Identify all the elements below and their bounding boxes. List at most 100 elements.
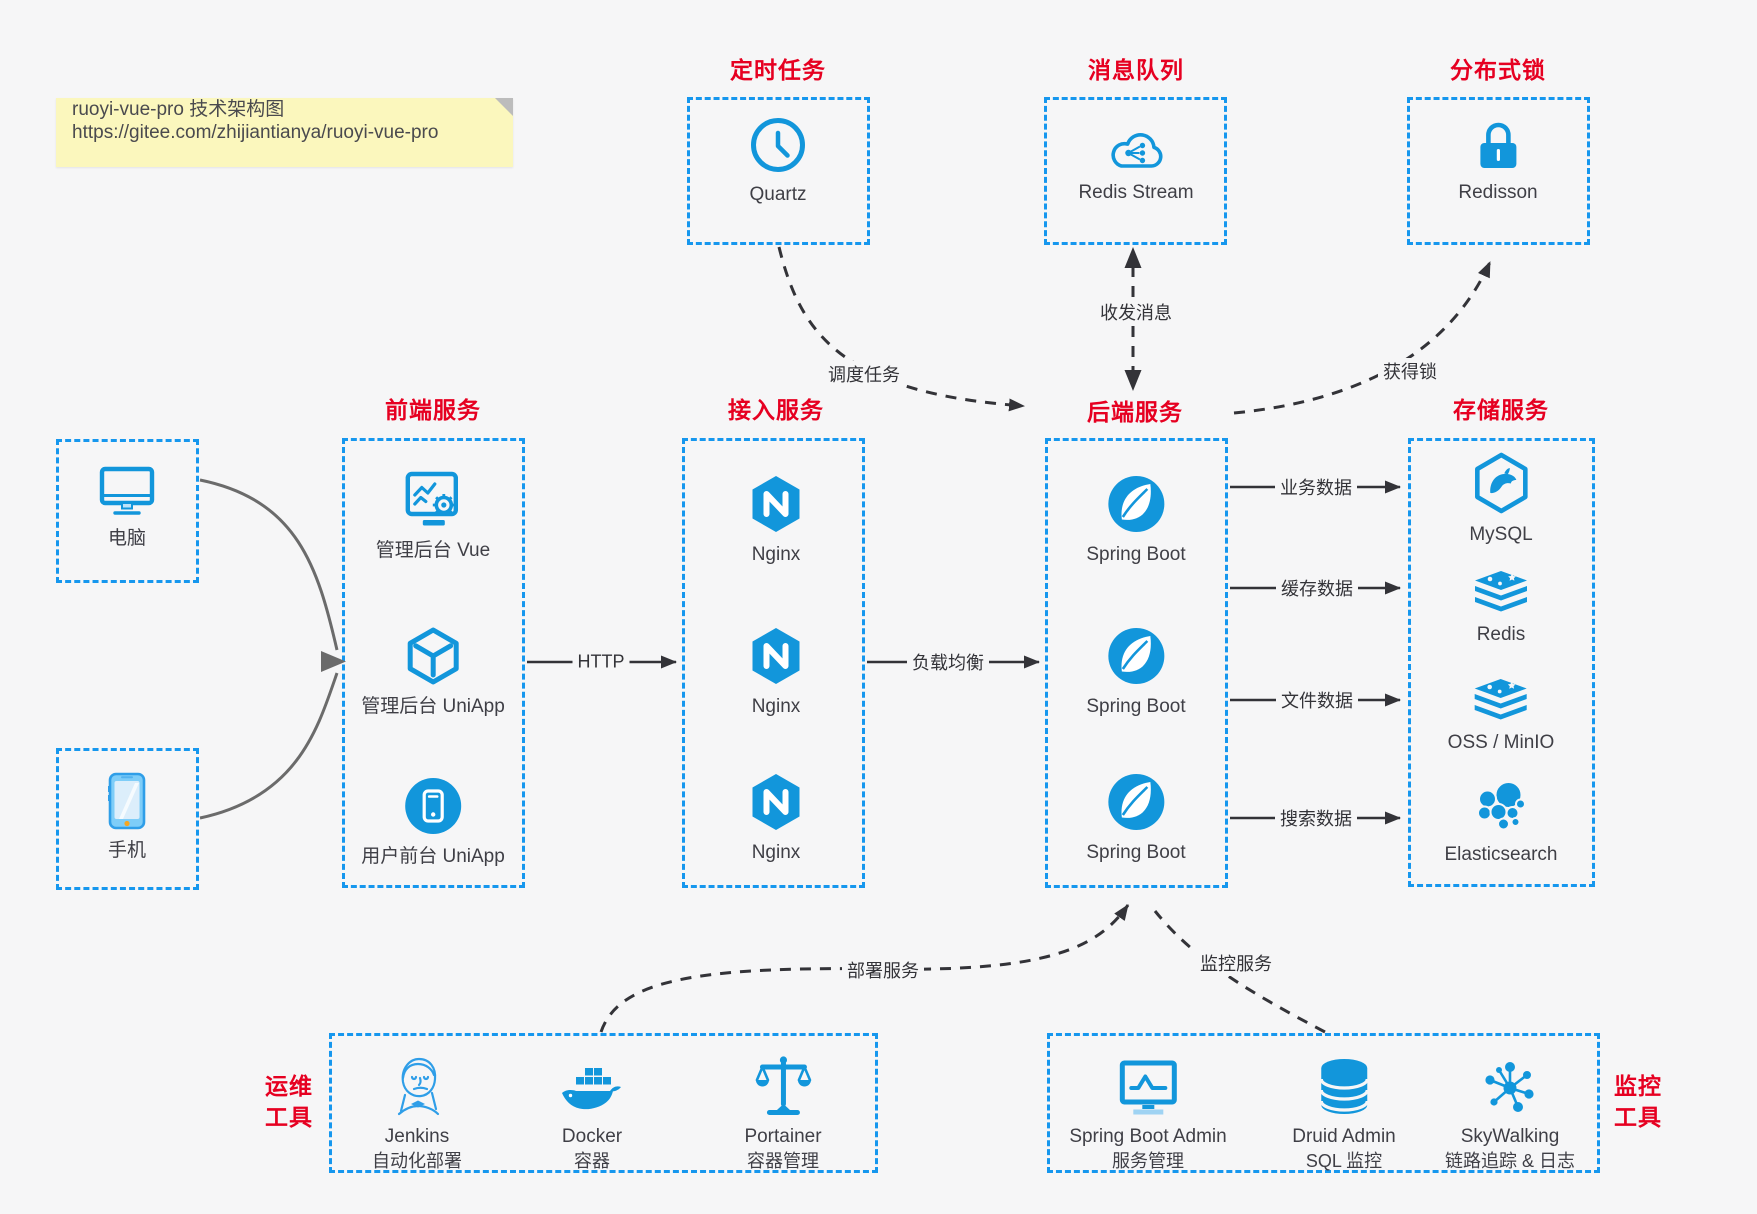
ops-title-line2: 工具 <box>265 1104 313 1130</box>
dlock-box <box>1407 97 1590 245</box>
note-url: https://gitee.com/zhijiantianya/ruoyi-vu… <box>72 122 439 143</box>
redis-stack-icon <box>1472 570 1530 614</box>
nginx-icon <box>748 474 804 534</box>
spring-icon <box>1106 474 1166 534</box>
node-label: Docker <box>561 1126 623 1147</box>
edge-label-deploy: 部署服务 <box>842 957 924 983</box>
group-title-dlock: 分布式锁 <box>1450 57 1546 83</box>
edge-label-acquire-lock: 获得锁 <box>1378 358 1442 384</box>
group-title-gateway: 接入服务 <box>728 397 824 423</box>
node-label: Redisson <box>1458 182 1538 203</box>
edge-monitor <box>1153 910 1326 1034</box>
client-arrowhead <box>321 651 346 672</box>
node-label: 用户前台 UniApp <box>361 846 505 867</box>
messages-arrowhead-down <box>1124 370 1142 391</box>
node-nginx-3: Nginx <box>748 772 804 865</box>
monitoring-title-line1: 监控 <box>1614 1073 1662 1099</box>
node-label: Spring Boot Admin <box>1069 1126 1227 1147</box>
edge-label-monitor: 监控服务 <box>1195 950 1277 976</box>
cube-icon <box>403 626 463 686</box>
node-label: Jenkins <box>384 1126 450 1147</box>
edge-deploy <box>599 904 1130 1033</box>
pc-box <box>56 439 199 583</box>
edge-label-schedule: 调度任务 <box>823 361 905 387</box>
node-label: Elasticsearch <box>1444 844 1558 865</box>
edge-label-cache-data: 缓存数据 <box>1276 575 1358 601</box>
desktop-icon <box>96 464 158 518</box>
monitoring-box <box>1047 1033 1600 1173</box>
edge-label-load-balance: 负载均衡 <box>907 649 989 675</box>
node-phone: 手机 <box>106 772 148 863</box>
note-fold-corner <box>495 98 513 116</box>
node-label: Nginx <box>751 696 801 717</box>
node-pc: 电脑 <box>96 464 158 551</box>
node-sublabel: 服务管理 <box>1112 1151 1184 1171</box>
node-mysql: MySQL <box>1469 452 1533 547</box>
node-label: Redis <box>1476 624 1526 645</box>
mobile-icon <box>106 772 148 830</box>
edge-pc-to-frontend <box>199 478 339 651</box>
ops-title-line1: 运维 <box>265 1073 313 1099</box>
edge-phone-to-frontend <box>199 672 339 820</box>
node-label: Redis Stream <box>1078 182 1194 203</box>
node-label: 电脑 <box>107 528 146 549</box>
node-skywalking: SkyWalking 链路追踪 & 日志 <box>1445 1050 1575 1173</box>
group-title-monitoring: 监控 工具 <box>1614 1071 1662 1133</box>
druid-database-icon <box>1317 1050 1371 1116</box>
node-nginx-2: Nginx <box>748 626 804 719</box>
sticky-note: ruoyi-vue-pro 技术架构图 https://gitee.com/zh… <box>56 98 513 167</box>
node-label: Spring Boot <box>1086 696 1186 717</box>
node-label: OSS / MinIO <box>1447 732 1555 753</box>
frontend-box <box>342 438 525 888</box>
node-label: Spring Boot <box>1086 544 1186 565</box>
node-druid-admin: Druid Admin SQL 监控 <box>1292 1050 1396 1173</box>
node-docker: Docker 容器 <box>560 1050 624 1173</box>
scheduler-box <box>687 97 870 245</box>
node-sublabel: 容器 <box>574 1151 610 1171</box>
node-label: Spring Boot <box>1086 842 1186 863</box>
nginx-icon <box>748 626 804 686</box>
node-label: Quartz <box>749 184 807 205</box>
edge-acquire-lock <box>1233 261 1492 415</box>
edge-label-messages: 收发消息 <box>1095 299 1177 325</box>
group-title-scheduler: 定时任务 <box>730 57 826 83</box>
group-title-frontend: 前端服务 <box>385 397 481 423</box>
storage-box <box>1408 438 1595 887</box>
node-redisson: Redisson <box>1458 116 1538 205</box>
group-title-ops: 运维 工具 <box>265 1071 313 1133</box>
mysql-icon <box>1471 452 1531 514</box>
node-label: 手机 <box>107 840 146 861</box>
node-nginx-1: Nginx <box>748 474 804 567</box>
node-quartz: Quartz <box>749 116 807 207</box>
node-redis-stream: Redis Stream <box>1078 122 1194 205</box>
edge-label-file-data: 文件数据 <box>1276 687 1358 713</box>
edge-label-business-data: 业务数据 <box>1275 474 1357 500</box>
node-spring-boot-2: Spring Boot <box>1086 626 1186 719</box>
node-label: Druid Admin <box>1292 1126 1396 1147</box>
backend-box <box>1045 438 1228 888</box>
spring-icon <box>1106 626 1166 686</box>
node-spring-boot-1: Spring Boot <box>1086 474 1186 567</box>
nginx-icon <box>748 772 804 832</box>
spring-icon <box>1106 772 1166 832</box>
gateway-box <box>682 438 865 888</box>
uniapp-phone-icon <box>403 776 463 836</box>
cloud-network-icon <box>1104 122 1168 172</box>
node-spring-boot-3: Spring Boot <box>1086 772 1186 865</box>
spring-boot-admin-icon <box>1118 1050 1178 1116</box>
note-title: ruoyi-vue-pro 技术架构图 <box>72 99 285 120</box>
node-label: Nginx <box>751 842 801 863</box>
mq-box <box>1044 97 1227 245</box>
phone-box <box>56 748 199 890</box>
group-title-mq: 消息队列 <box>1088 57 1184 83</box>
node-sublabel: 容器管理 <box>746 1151 819 1171</box>
node-spring-boot-admin: Spring Boot Admin 服务管理 <box>1069 1050 1227 1173</box>
portainer-scales-icon <box>754 1050 812 1116</box>
node-label: 管理后台 UniApp <box>361 696 505 717</box>
jenkins-icon <box>388 1050 446 1116</box>
node-label: SkyWalking <box>1460 1126 1560 1147</box>
node-portainer: Portainer 容器管理 <box>744 1050 822 1173</box>
docker-icon <box>560 1050 624 1116</box>
clock-icon <box>749 116 807 174</box>
